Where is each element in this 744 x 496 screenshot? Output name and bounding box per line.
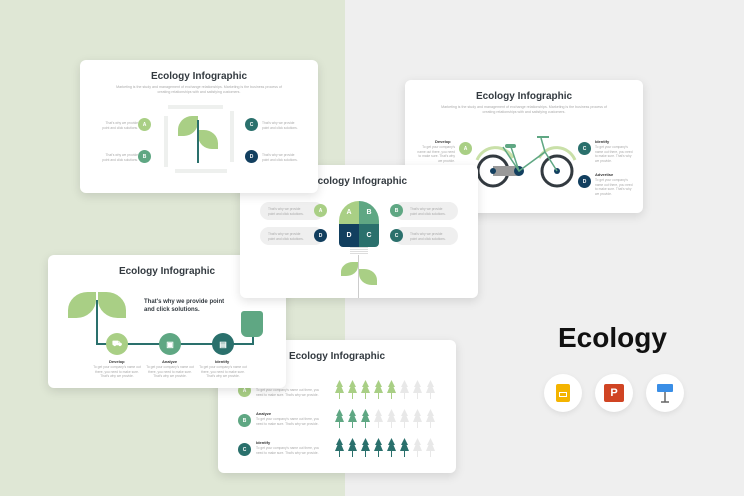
tree-icon-filled <box>335 409 344 428</box>
row-text: To get your company's name out there, yo… <box>256 388 320 397</box>
tree-icon-empty <box>413 438 422 457</box>
step-text: To get your company's name out there, yo… <box>595 178 633 196</box>
badge-d: D <box>578 175 591 188</box>
bulb-base <box>350 247 368 255</box>
bulb-icon: A B D C <box>339 201 379 247</box>
badge-b: B <box>390 204 403 217</box>
tree-icon-empty <box>413 409 422 428</box>
tree-icon-filled <box>335 438 344 457</box>
item-text: That's why we provide point and click so… <box>262 121 298 130</box>
stem <box>358 255 359 298</box>
row-label: Identify <box>256 440 271 445</box>
tree-icon-empty <box>426 438 435 457</box>
keynote-icon[interactable] <box>646 374 684 412</box>
step-text: To get your company's name out there, yo… <box>417 145 455 163</box>
tree-icon-empty <box>426 409 435 428</box>
tree-icon-empty <box>387 409 396 428</box>
pill-b: That's why we provide point and click so… <box>394 202 458 220</box>
pill-text: That's why we provide point and click so… <box>410 232 446 241</box>
pill-text: That's why we provide point and click so… <box>410 207 446 216</box>
cart-icon: ⛟ <box>106 333 128 355</box>
badge-b: B <box>138 150 151 163</box>
badge-d: D <box>245 150 258 163</box>
step-text: To get your company's name out there, yo… <box>146 365 194 378</box>
step-text: To get your company's name out there, yo… <box>595 145 633 163</box>
powerpoint-icon[interactable]: P <box>595 374 633 412</box>
brand-title: Ecology <box>558 322 667 353</box>
tree-icon-empty <box>400 409 409 428</box>
tree-icon-filled <box>348 409 357 428</box>
pill-a: That's why we provide point and click so… <box>260 202 324 220</box>
item-text: That's why we provide point and click so… <box>262 153 298 162</box>
pill-c: That's why we provide point and click so… <box>394 227 458 245</box>
slide-title: Ecology Infographic <box>310 176 408 187</box>
headline: That's why we provide point and click so… <box>144 299 225 313</box>
tree-icon-filled <box>335 380 344 399</box>
tree-icon-empty <box>413 380 422 399</box>
tree-icon-filled <box>374 380 383 399</box>
badge-a: A <box>459 142 472 155</box>
step-text: To get your company's name out there, yo… <box>199 365 247 378</box>
item-text: That's why we provide point and click so… <box>102 153 138 162</box>
tree-icon-empty <box>400 380 409 399</box>
step-text: To get your company's name out there, yo… <box>93 365 141 378</box>
badge-c: C <box>238 443 251 456</box>
google-slides-icon[interactable] <box>544 374 582 412</box>
step-label: Develop <box>435 139 451 144</box>
slide-title: Ecology Infographic <box>475 91 573 102</box>
bulb-b: B <box>359 201 379 224</box>
leaf-icon <box>198 130 218 149</box>
stem <box>197 120 199 163</box>
tree-icon-filled <box>387 438 396 457</box>
pill-text: That's why we provide point and click so… <box>268 232 304 241</box>
slide-plant-cycle[interactable]: Ecology Infographic Marketing is the stu… <box>80 60 318 193</box>
leaf-icon <box>341 262 358 276</box>
step-label: Identify <box>215 359 230 364</box>
step-label: Develop <box>109 359 125 364</box>
slide-subtitle: Marketing is the study and management of… <box>116 85 282 94</box>
row-label: Analyze <box>256 411 272 416</box>
badge-a: A <box>138 118 151 131</box>
tree-icon-filled <box>387 380 396 399</box>
tree-icon-filled <box>361 409 370 428</box>
step-label: Analyze <box>162 359 178 364</box>
tree-icon-filled <box>361 438 370 457</box>
row-text: To get your company's name out there, yo… <box>256 417 320 426</box>
tree-icon-filled <box>400 438 409 457</box>
step-label: Identify <box>595 139 610 144</box>
badge-a: A <box>314 204 327 217</box>
step-label: Advertise <box>595 172 614 177</box>
badge-c: C <box>245 118 258 131</box>
item-text: That's why we provide point and click so… <box>102 121 138 130</box>
bulb-a: A <box>339 201 359 224</box>
leaf-icon <box>359 269 377 285</box>
tree-icon-empty <box>374 409 383 428</box>
cycle-arrows <box>164 105 234 173</box>
calendar-icon: ▣ <box>159 333 181 355</box>
clipboard-icon: ▤ <box>212 333 234 355</box>
slide-title: Ecology Infographic <box>288 351 386 362</box>
tree-icon-filled <box>374 438 383 457</box>
tree-icon-empty <box>426 380 435 399</box>
slide-title: Ecology Infographic <box>150 71 248 82</box>
badge-c: C <box>390 229 403 242</box>
leaf-icon <box>178 116 198 136</box>
pill-text: That's why we provide point and click so… <box>268 207 304 216</box>
bicycle-icon <box>475 136 577 188</box>
slide-subtitle: Marketing is the study and management of… <box>441 105 607 114</box>
row-text: To get your company's name out there, yo… <box>256 446 320 455</box>
slide-title: Ecology Infographic <box>118 266 216 277</box>
tree-icon-filled <box>348 438 357 457</box>
badge-d: D <box>314 229 327 242</box>
badge-b: B <box>238 414 251 427</box>
bulb-c: C <box>359 224 379 247</box>
pill-d: That's why we provide point and click so… <box>260 227 324 245</box>
plug-icon <box>241 311 263 337</box>
tree-icon-filled <box>348 380 357 399</box>
tree-icon-filled <box>361 380 370 399</box>
bulb-d: D <box>339 224 359 247</box>
badge-c: C <box>578 142 591 155</box>
